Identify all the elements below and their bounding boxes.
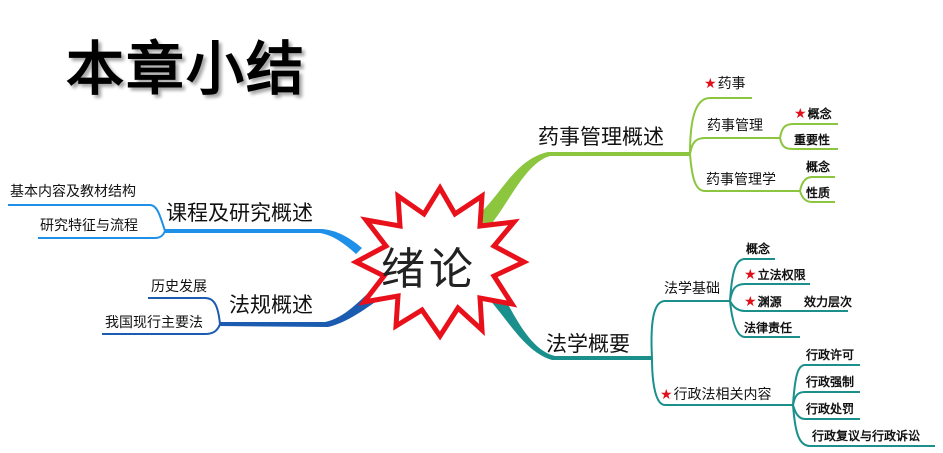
node-course-research: 研究特征与流程 xyxy=(40,218,138,234)
node-admin-enforcement: 行政强制 xyxy=(806,375,855,389)
node-law-basics: 法学基础 xyxy=(664,281,720,297)
node-admin-penalty: 行政处罚 xyxy=(806,402,855,416)
law-sub-lines xyxy=(650,258,935,447)
node-regulations-history: 历史发展 xyxy=(151,279,207,295)
star-icon: ★ xyxy=(794,106,807,122)
node-course-content: 基本内容及教材结构 xyxy=(10,184,136,200)
branch-pharmacy-trunk xyxy=(470,152,690,228)
node-law-legislative-authority: ★立法权限 xyxy=(744,267,806,283)
center-burst xyxy=(350,183,530,341)
course-sub-lines xyxy=(8,204,166,239)
branch-regulations-label: 法规概述 xyxy=(229,293,313,317)
branch-course-trunk xyxy=(165,229,362,254)
node-yaoshi-guanli-concept: ★概念 xyxy=(794,106,832,122)
node-yaoshi-guanlixue-concept: 概念 xyxy=(806,160,831,174)
node-yaoshi-guanlixue-nature: 性质 xyxy=(806,186,831,200)
node-law-concept: 概念 xyxy=(746,242,771,256)
node-admin-law: ★行政法相关内容 xyxy=(660,387,772,403)
center-topic: 绪论 xyxy=(381,244,477,295)
branch-law-trunk xyxy=(488,290,652,360)
star-icon: ★ xyxy=(704,76,717,92)
node-yaoshi-guanli: 药事管理 xyxy=(707,118,763,134)
branch-course-label: 课程及研究概述 xyxy=(166,201,313,225)
node-law-hierarchy: 效力层次 xyxy=(804,295,853,309)
node-law-liability: 法律责任 xyxy=(744,321,793,335)
branch-law-label: 法学概要 xyxy=(546,332,630,356)
node-admin-license: 行政许可 xyxy=(806,348,855,362)
node-yaoshi-guanli-importance: 重要性 xyxy=(794,133,831,147)
pharmacy-sub-lines xyxy=(689,97,838,203)
star-icon: ★ xyxy=(744,267,757,283)
node-admin-review-litigation: 行政复议与行政诉讼 xyxy=(812,429,921,443)
page-title: 本章小结 xyxy=(66,35,307,103)
regulations-sub-lines xyxy=(102,297,221,335)
node-yaoshi: ★药事 xyxy=(704,76,746,92)
branch-pharmacy-label: 药事管理概述 xyxy=(538,125,664,149)
node-law-sources: ★渊源 xyxy=(744,294,782,310)
star-icon: ★ xyxy=(660,387,673,403)
branch-regulations-trunk xyxy=(220,284,390,327)
star-icon: ★ xyxy=(744,294,757,310)
node-yaoshi-guanlixue: 药事管理学 xyxy=(706,172,776,188)
node-regulations-current-laws: 我国现行主要法 xyxy=(105,315,203,331)
